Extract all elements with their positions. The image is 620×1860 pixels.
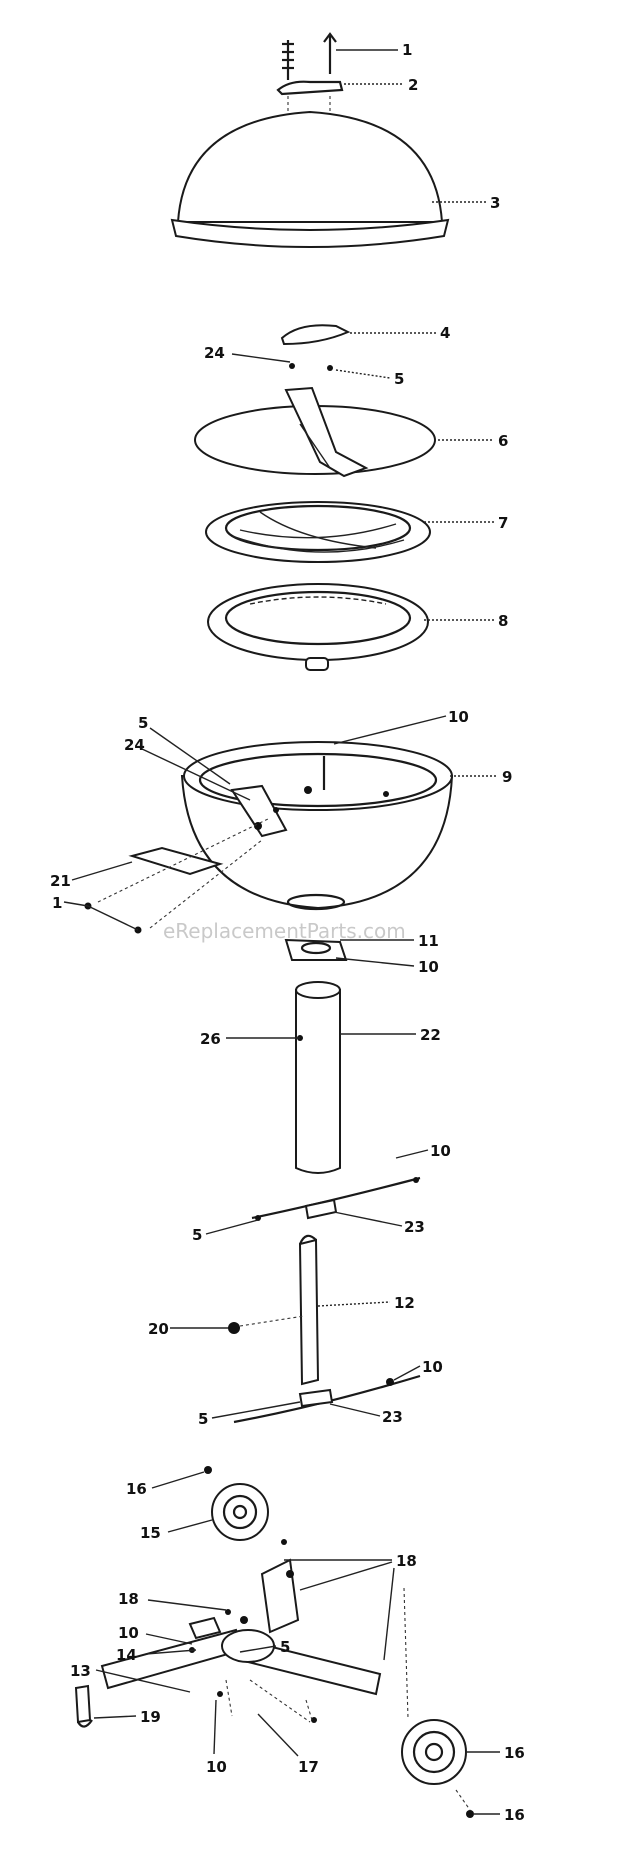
- leg-hub-plate: [284, 938, 348, 961]
- label-5: 5: [394, 370, 404, 388]
- label-15: 15: [140, 1524, 161, 1542]
- label-1: 1: [402, 41, 412, 59]
- label-10: 10: [418, 958, 439, 976]
- label-5: 5: [198, 1410, 208, 1428]
- label-20: 20: [148, 1320, 169, 1338]
- label-12: 12: [394, 1294, 415, 1312]
- label-5: 5: [280, 1638, 290, 1656]
- bowl-side-handle: [84, 817, 271, 934]
- label-22: 22: [420, 1026, 441, 1044]
- label-5: 5: [192, 1226, 202, 1244]
- lid-bolts: [282, 32, 337, 80]
- lower-leg-tube: [228, 1234, 320, 1386]
- label-24: 24: [124, 736, 145, 754]
- label-4: 4: [440, 324, 450, 342]
- label-10: 10: [430, 1142, 451, 1160]
- label-3: 3: [490, 194, 500, 212]
- label-26: 26: [200, 1030, 221, 1048]
- label-6: 6: [498, 432, 508, 450]
- label-8: 8: [498, 612, 508, 630]
- label-10: 10: [422, 1358, 443, 1376]
- upper-leg-bracket: [251, 1176, 421, 1221]
- wheel-upper: [204, 1466, 269, 1541]
- label-16: 16: [504, 1806, 525, 1824]
- label-11: 11: [418, 932, 439, 950]
- label-10: 10: [448, 708, 469, 726]
- cooking-grate: [194, 386, 436, 478]
- wheel-lower: [401, 1587, 474, 1818]
- label-5: 5: [138, 714, 148, 732]
- ash-bowl-ring: [207, 583, 429, 671]
- label-24: 24: [204, 344, 225, 362]
- lower-leg-bracket: [233, 1374, 421, 1424]
- label-19: 19: [140, 1708, 161, 1726]
- label-14: 14: [116, 1646, 137, 1664]
- watermark-text: eReplacementParts.com: [163, 919, 406, 943]
- label-23: 23: [382, 1408, 403, 1426]
- label-23: 23: [404, 1218, 425, 1236]
- lid-handle: [276, 80, 344, 96]
- label-10: 10: [118, 1624, 139, 1642]
- label-10: 10: [206, 1758, 227, 1776]
- leg-tube: [295, 981, 341, 1174]
- label-7: 7: [498, 514, 508, 532]
- kettle-bowl: [180, 741, 454, 911]
- label-2: 2: [408, 76, 418, 94]
- vent-damper: [280, 324, 351, 346]
- label-18: 18: [396, 1552, 417, 1570]
- label-16: 16: [126, 1480, 147, 1498]
- label-17: 17: [298, 1758, 319, 1776]
- leader-lines: [63, 49, 500, 1815]
- label-13: 13: [70, 1662, 91, 1680]
- label-9: 9: [502, 768, 512, 786]
- rivet: [327, 365, 333, 371]
- charcoal-grate: [205, 501, 431, 563]
- callout-labels: 1 2 3 4 24 5 6 7 8 5 24 10 9 21 1 11 10 …: [50, 41, 525, 1824]
- rivet: [289, 363, 295, 369]
- label-16: 16: [504, 1744, 525, 1762]
- label-18: 18: [118, 1590, 139, 1608]
- label-1: 1: [52, 894, 62, 912]
- base-frame: [74, 1539, 382, 1728]
- label-21: 21: [50, 872, 71, 890]
- grill-lid: [170, 110, 450, 248]
